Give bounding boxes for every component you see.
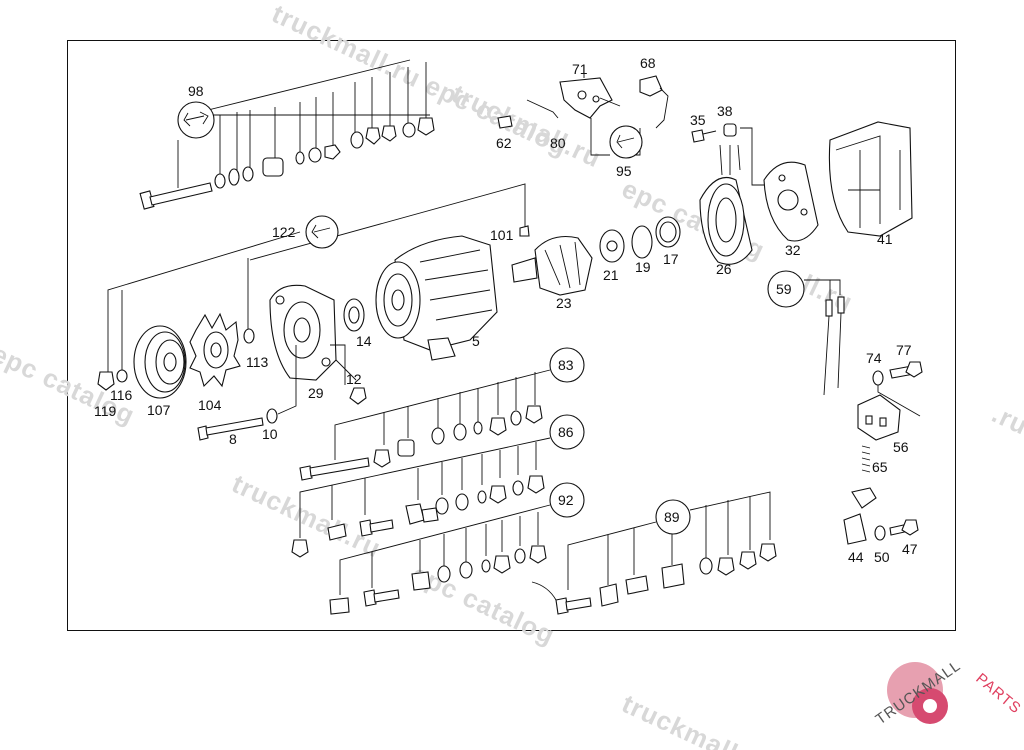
label-8: 8 <box>229 431 237 447</box>
label-62: 62 <box>496 135 512 151</box>
label-10: 10 <box>262 426 278 442</box>
label-119: 119 <box>94 403 117 419</box>
label-21: 21 <box>603 267 619 283</box>
truckmall-logo: TRUCKMALL PARTS <box>873 657 1024 728</box>
label-77: 77 <box>896 342 912 358</box>
label-23: 23 <box>556 295 572 311</box>
label-32: 32 <box>785 242 801 258</box>
label-116: 116 <box>110 387 133 403</box>
bolt-set-92: 92 <box>329 482 585 615</box>
rear-housing-group: 26 32 41 17 19 21 <box>599 121 913 283</box>
label-101: 101 <box>490 227 514 243</box>
logo-text-suffix: PARTS <box>972 670 1024 718</box>
watermark-text-7: epc catalog <box>407 558 559 650</box>
diagram-frame <box>67 40 956 631</box>
label-14: 14 <box>356 333 372 349</box>
label-47: 47 <box>902 541 918 557</box>
label-122: 122 <box>272 224 296 240</box>
label-113: 113 <box>246 354 269 370</box>
label-104: 104 <box>198 397 222 413</box>
label-17: 17 <box>663 251 679 267</box>
label-83: 83 <box>558 357 574 373</box>
bolt-set-98: 98 <box>139 59 435 210</box>
label-98: 98 <box>188 83 204 99</box>
label-12: 12 <box>346 371 362 387</box>
label-56: 56 <box>893 439 909 455</box>
label-89: 89 <box>664 509 680 525</box>
label-26: 26 <box>716 261 732 277</box>
label-38: 38 <box>717 103 733 119</box>
bolt-set-86: 86 <box>291 414 585 558</box>
rotor-alternator-group: 101 23 5 14 <box>249 183 593 361</box>
bolt-set-89: 89 <box>531 491 777 615</box>
bolt-set-83: 83 <box>299 347 585 481</box>
label-44: 44 <box>848 549 864 565</box>
label-5: 5 <box>472 333 480 349</box>
regulator-group: 71 68 62 80 95 <box>496 55 669 179</box>
label-86: 86 <box>558 424 574 440</box>
label-35: 35 <box>690 112 706 128</box>
label-92: 92 <box>558 492 574 508</box>
brush-holder-group: 74 77 56 65 44 50 47 <box>843 342 923 565</box>
label-19: 19 <box>635 259 651 275</box>
label-71: 71 <box>572 61 588 77</box>
label-65: 65 <box>872 459 888 475</box>
label-41: 41 <box>877 231 893 247</box>
screws-35-38: 35 38 <box>690 103 770 186</box>
label-80: 80 <box>550 135 566 151</box>
label-74: 74 <box>866 350 882 366</box>
label-68: 68 <box>640 55 656 71</box>
label-107: 107 <box>147 402 171 418</box>
watermark-text-8: truckmall.ru <box>617 688 775 750</box>
wrench-circle-98 <box>177 101 215 139</box>
watermark-text-5: epc catalog <box>0 338 140 430</box>
front-group-122: 122 12 29 113 104 107 116 119 8 10 <box>94 215 367 447</box>
label-29: 29 <box>308 385 324 401</box>
watermark-text-9: .ru <box>987 398 1024 441</box>
cable-group-59: 59 <box>767 270 845 396</box>
label-50: 50 <box>874 549 890 565</box>
label-95: 95 <box>616 163 632 179</box>
label-59: 59 <box>776 281 792 297</box>
